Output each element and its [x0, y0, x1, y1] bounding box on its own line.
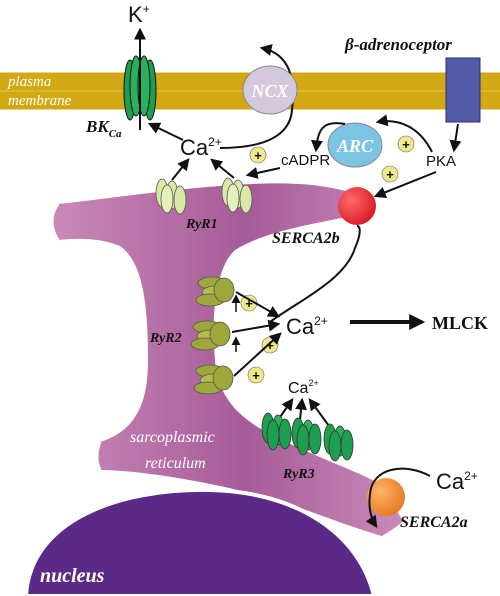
plus-bubble: + [381, 165, 399, 183]
ryr3-label: RyR3 [282, 467, 315, 482]
arc-enzyme [327, 122, 383, 168]
bk-label: BKCa [85, 117, 122, 140]
svg-text:+: + [245, 296, 253, 311]
plus-bubble: + [261, 336, 279, 354]
membrane-label-line1: plasma [7, 74, 51, 90]
ryr3-channel [261, 412, 292, 451]
ryr3-channel [323, 423, 354, 462]
svg-text:+: + [402, 137, 410, 152]
arc-label: ARC [336, 136, 374, 156]
ryr2-channel [195, 276, 235, 307]
serca2a-label: SERCA2a [400, 514, 468, 531]
ca-right-label: Ca2+ [436, 469, 478, 494]
serca2b-label: SERCA2b [272, 230, 340, 247]
membrane-label-line2: membrane [8, 93, 72, 109]
ryr2-label: RyR2 [149, 331, 182, 346]
mlck-label: MLCK [432, 313, 488, 333]
beta-adrenoceptor-label: β-adrenoceptor [344, 35, 452, 54]
sr-label-line1: sarcoplasmic [130, 429, 215, 446]
k-ion-label: K+ [128, 2, 150, 27]
ca-top-label: Ca2+ [180, 135, 222, 160]
plus-bubble: + [397, 135, 415, 153]
nucleus [23, 487, 377, 596]
svg-text:+: + [252, 368, 260, 383]
ca-mid-label: Ca2+ [286, 314, 328, 339]
ncx-exchanger [242, 65, 298, 115]
ryr1-channel [221, 177, 253, 214]
serca2b-pump [338, 187, 376, 225]
serca2a-pump [367, 478, 405, 516]
ryr1-label: RyR1 [185, 217, 218, 232]
ryr2-channel [190, 320, 231, 351]
cadpr-label: cADPR [281, 152, 330, 169]
sarcoplasmic-reticulum [52, 183, 404, 536]
ryr1-channel [155, 178, 187, 215]
ncx-label: NCX [250, 81, 289, 101]
nucleus-label: nucleus [40, 565, 105, 587]
plus-bubble: + [249, 146, 267, 164]
beta-adrenoceptor [445, 57, 481, 123]
ca-low-label: Ca2+ [288, 378, 319, 397]
ryr3-channel [291, 417, 322, 456]
plus-bubble: + [247, 366, 265, 384]
pka-label: PKA [426, 153, 456, 170]
ryr2-channel [193, 364, 234, 395]
svg-text:+: + [266, 338, 274, 353]
sr-label-line2: reticulum [145, 455, 206, 472]
svg-text:+: + [386, 167, 394, 182]
svg-text:+: + [254, 148, 262, 163]
